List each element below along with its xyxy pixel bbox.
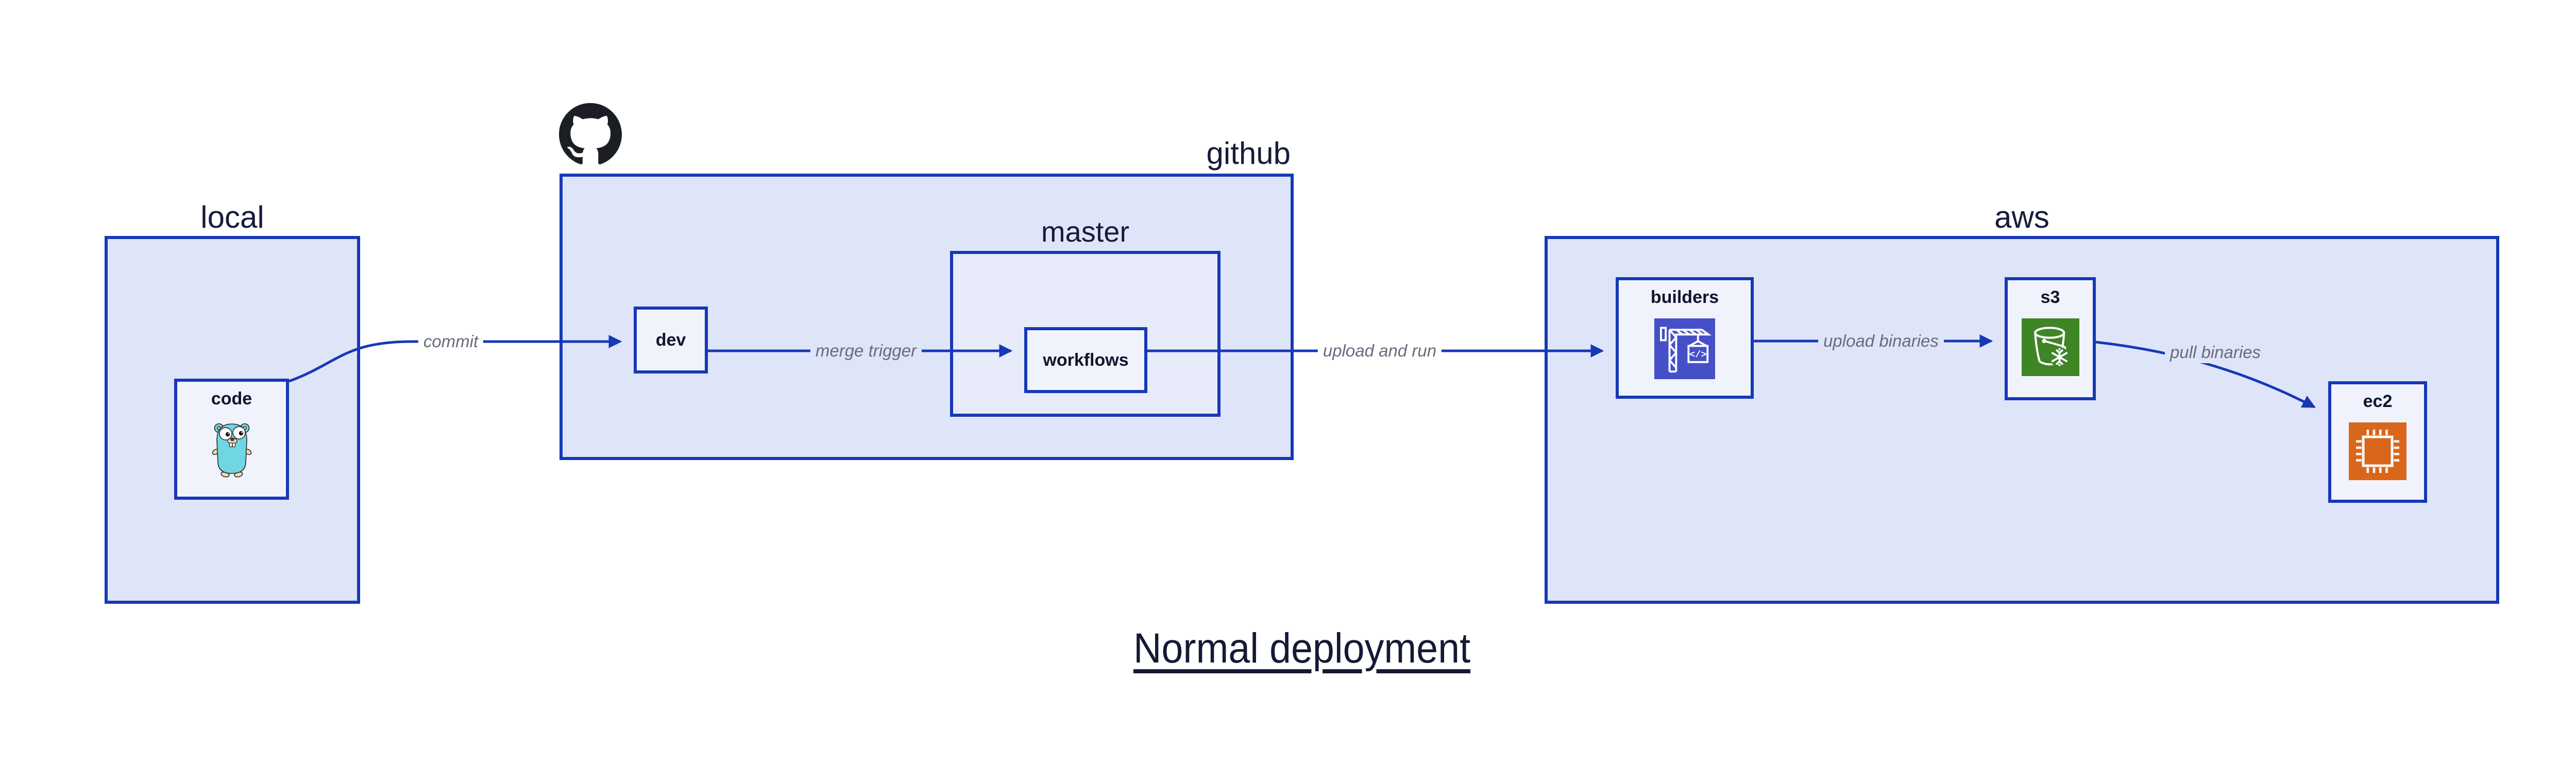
edge-label-upload-and-run: upload and run bbox=[1317, 340, 1442, 362]
diagram-title: Normal deployment bbox=[1133, 625, 1471, 672]
builders-node-label: builders bbox=[1650, 287, 1719, 307]
go-gopher-icon bbox=[212, 423, 251, 478]
workflows-node-label: workflows bbox=[1043, 350, 1129, 370]
ec2-node-label: ec2 bbox=[2363, 392, 2393, 411]
ec2-chip-icon bbox=[2349, 422, 2406, 480]
s3-node-box: s3 bbox=[2005, 277, 2096, 400]
builders-node-box: builders </> bbox=[1616, 277, 1754, 399]
local-label: local bbox=[200, 200, 264, 234]
edge-label-commit: commit bbox=[418, 331, 484, 352]
codebuild-code-glyph: </> bbox=[1689, 350, 1706, 361]
codebuild-crane-icon: </> bbox=[1654, 318, 1715, 379]
code-node-box: code bbox=[174, 379, 289, 500]
github-label: github bbox=[1206, 136, 1291, 171]
s3-glacier-bucket-icon bbox=[2021, 318, 2079, 376]
edge-label-pull-binaries: pull binaries bbox=[2164, 342, 2266, 363]
s3-node-label: s3 bbox=[2040, 287, 2060, 307]
ec2-node-box: ec2 bbox=[2328, 381, 2427, 503]
dev-branch-node-box: dev bbox=[634, 307, 708, 373]
master-label: master bbox=[1041, 215, 1130, 248]
workflows-node-box: workflows bbox=[1024, 327, 1147, 393]
edge-label-merge-trigger: merge trigger bbox=[810, 340, 922, 362]
aws-label: aws bbox=[1994, 200, 2049, 234]
edge-label-upload-binaries: upload binaries bbox=[1818, 330, 1944, 352]
dev-node-label: dev bbox=[655, 330, 686, 350]
code-node-label: code bbox=[211, 389, 252, 409]
github-octocat-icon bbox=[559, 103, 622, 164]
